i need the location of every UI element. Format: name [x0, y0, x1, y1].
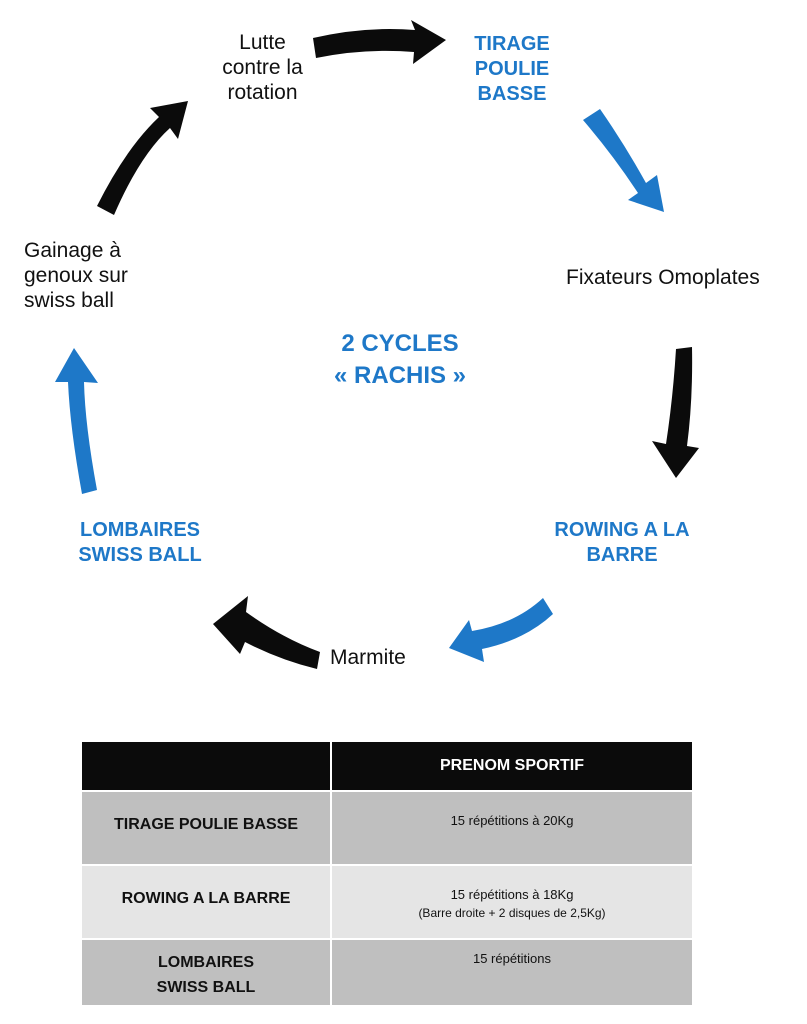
arrow-lombaires-to-gainage: [55, 348, 98, 494]
exercise-value: 15 répétitions: [330, 938, 694, 1007]
node-rowing-a-la-barre: ROWING A LA BARRE: [554, 519, 690, 566]
cycle-center-title: 2 CYCLES « RACHIS »: [300, 328, 500, 392]
table-header-row: PRENOM SPORTIF: [80, 740, 694, 792]
table-header-empty: [80, 740, 332, 792]
value-main: 15 répétitions: [472, 951, 552, 966]
exercise-value: 15 répétitions à 18Kg (Barre droite + 2 …: [330, 864, 694, 940]
arrow-lutte-to-tirage: [313, 20, 446, 64]
node-tirage-poulie-basse: TIRAGE POULIE BASSE: [474, 33, 550, 105]
center-title-line1: 2 CYCLES: [341, 330, 459, 357]
table-row: ROWING A LA BARRE 15 répétitions à 18Kg …: [80, 864, 694, 940]
node-marmite: Marmite: [330, 646, 406, 669]
center-title-line2: « RACHIS »: [333, 362, 467, 389]
exercise-name: TIRAGE POULIE BASSE: [80, 790, 332, 866]
arrow-fixateurs-to-rowing: [652, 347, 699, 478]
cycle-diagram: Lutte contre la rotation TIRAGE POULIE B…: [24, 20, 760, 669]
table-row: LOMBAIRES SWISS BALL 15 répétitions: [80, 938, 694, 1007]
value-main: 15 répétitions à 20Kg: [450, 813, 574, 828]
arrow-gainage-to-lutte: [97, 101, 188, 215]
table-header-athlete: PRENOM SPORTIF: [330, 740, 694, 792]
exercise-table: PRENOM SPORTIF TIRAGE POULIE BASSE 15 ré…: [80, 740, 694, 1007]
value-note: (Barre droite + 2 disques de 2,5Kg): [418, 906, 606, 920]
arrow-tirage-to-fixateurs: [583, 109, 664, 212]
exercise-value: 15 répétitions à 20Kg: [330, 790, 694, 866]
value-main: 15 répétitions à 18Kg: [450, 887, 574, 902]
arrow-marmite-to-lombaires: [213, 596, 320, 669]
node-gainage-a-genoux: Gainage à genoux sur swiss ball: [24, 239, 128, 312]
exercise-name: LOMBAIRES SWISS BALL: [80, 938, 332, 1007]
arrow-rowing-to-marmite: [449, 598, 553, 662]
node-lombaires-swiss-ball: LOMBAIRES SWISS BALL: [78, 519, 202, 566]
table-row: TIRAGE POULIE BASSE 15 répétitions à 20K…: [80, 790, 694, 866]
cycle-arrows: [55, 20, 699, 669]
node-lutte-contre-la-rotation: Lutte contre la rotation: [222, 31, 303, 104]
exercise-name: ROWING A LA BARRE: [80, 864, 332, 940]
node-fixateurs-omoplates: Fixateurs Omoplates: [566, 266, 760, 289]
